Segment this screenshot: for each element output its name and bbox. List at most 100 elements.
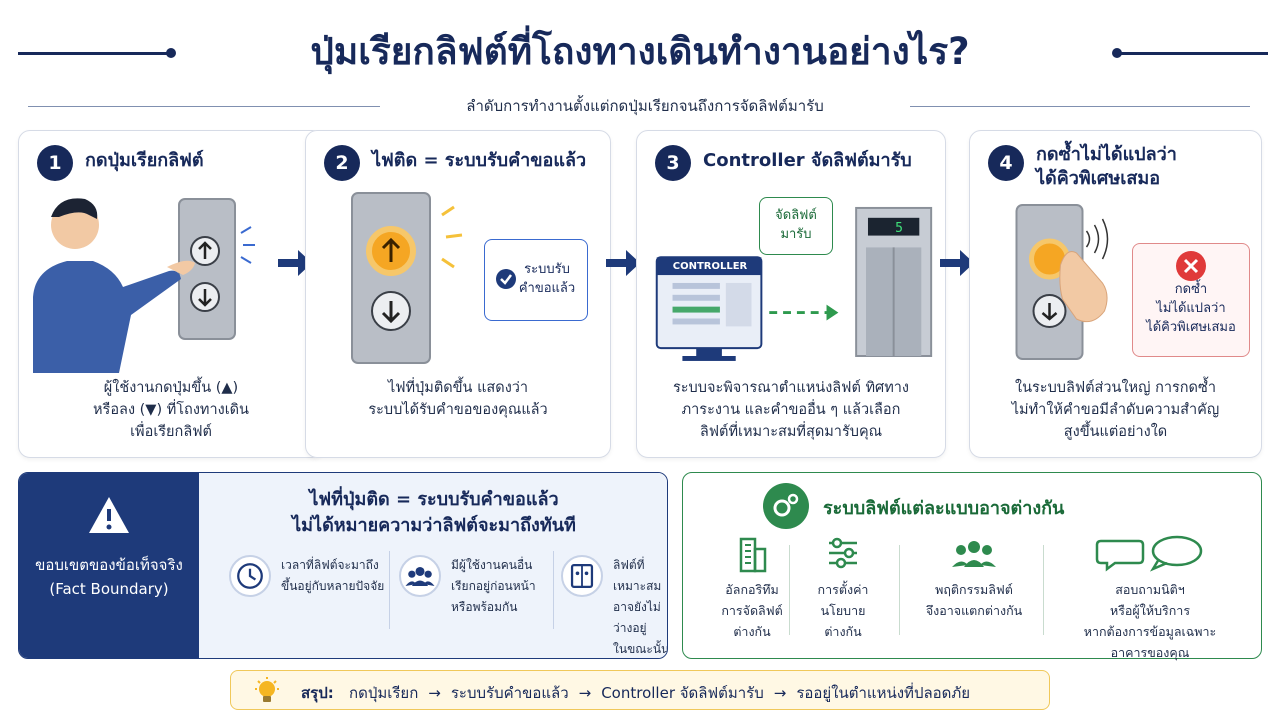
subtitle-rule-left (28, 106, 380, 107)
vary-item-line: จึงอาจแตกต่างกัน (925, 603, 1023, 618)
step-card-3: 3 Controller จัดลิฟต์มารับ CONTROLLER 5 … (636, 130, 946, 458)
vary-item-text: อัลกอริทึม การจัดลิฟต์ ต่างกัน (697, 579, 807, 642)
summary-flow: กดปุ่มเรียก→ระบบรับคำขอแล้ว→Controller จ… (349, 681, 970, 705)
step-description-line: หรือลง (▼) ที่โถงทางเดิน (93, 402, 249, 418)
fact-item-line: ขึ้นอยู่กับหลายปัจจัย (281, 579, 385, 593)
page-subtitle: ลำดับการทำงานตั้งแต่กดปุ่มเรียกจนถึงการจ… (385, 94, 905, 118)
bubble-line: มารับ (780, 227, 812, 242)
vary-item-line: หรือผู้ให้บริการ (1109, 603, 1191, 618)
floor-indicator: 5 (895, 221, 903, 236)
step-description-line: ไม่ทำให้คำขอมีลำดับความสำคัญ (1011, 402, 1220, 418)
elevator-icon (561, 555, 603, 597)
step-description-line: ผู้ใช้งานกดปุ่มขึ้น (▲) (103, 380, 239, 396)
fact-item-line: อาจยังไม่ว่างอยู่ (613, 600, 661, 635)
group-icon (952, 541, 996, 567)
summary-arrow: → (773, 684, 787, 702)
controller-dispatch-illustration (655, 206, 933, 361)
vary-item: การตั้งค่า นโยบาย ต่างกัน (793, 533, 893, 653)
step-number: 3 (655, 145, 691, 181)
fact-item-line: หรือพร้อมกัน (451, 600, 518, 614)
summary-step: ระบบรับคำขอแล้ว (450, 684, 569, 702)
bubble-line: คำขอแล้ว (518, 281, 576, 296)
page-title: ปุ่มเรียกลิฟต์ที่โถงทางเดินทำงานอย่างไร? (310, 30, 970, 73)
flow-arrow-icon (278, 250, 312, 276)
x-mark-icon (1176, 251, 1206, 281)
bubble-line: ได้คิวพิเศษเสมอ (1146, 320, 1236, 335)
vary-item-line: พฤติกรรมลิฟต์ (935, 582, 1013, 597)
bubble-line: ไม่ได้แปลว่า (1156, 301, 1226, 316)
step-title: ไฟติด = ระบบรับคำขอแล้ว (372, 150, 587, 171)
fact-item-line: เรียกอยู่ก่อนหน้า (451, 579, 536, 593)
subtitle-bar: ลำดับการทำงานตั้งแต่กดปุ่มเรียกจนถึงการจ… (0, 94, 1280, 118)
fact-label-line: (Fact Boundary) (49, 580, 169, 598)
bubble-line: ระบบรับ (524, 262, 570, 277)
summary-arrow: → (578, 684, 592, 702)
fact-boundary-content: ไฟที่ปุ่มติด = ระบบรับคำขอแล้ว ไม่ได้หมา… (199, 473, 668, 658)
clock-icon (229, 555, 271, 597)
step-description: ในระบบลิฟต์ส่วนใหญ่ การกดซ้ำ ไม่ทำให้คำข… (982, 377, 1249, 443)
check-icon (496, 269, 516, 289)
sliders-icon (829, 537, 857, 569)
fact-boundary-sidebar: ขอบเขตของข้อเท็จจริง (Fact Boundary) (19, 473, 199, 658)
person-pressing-button-illustration (33, 198, 255, 373)
summary-label: สรุป: (301, 684, 334, 702)
divider (553, 551, 554, 629)
dispatch-bubble: จัดลิฟต์ มารับ (759, 197, 833, 255)
vary-item-text: การตั้งค่า นโยบาย ต่างกัน (793, 579, 893, 642)
vary-item-line: การตั้งค่า (817, 582, 869, 597)
divider (789, 545, 790, 635)
fact-item-line: ลิฟต์ที่เหมาะสม (613, 558, 662, 593)
step-description-line: ลิฟต์ที่เหมาะสมที่สุดมารับคุณ (699, 424, 883, 440)
step-description: ระบบจะพิจารณาตำแหน่งลิฟต์ ทิศทาง ภาระงาน… (649, 377, 933, 443)
fact-boundary-label: ขอบเขตของข้อเท็จจริง (Fact Boundary) (19, 553, 199, 601)
vary-item-line: นโยบาย (820, 603, 866, 618)
summary-arrow: → (428, 684, 441, 702)
step-title: Controller จัดลิฟต์มารับ (703, 150, 912, 171)
vary-item-line: ต่างกัน (733, 624, 771, 639)
step-title-line: กดซ้ำไม่ได้แปลว่า (1036, 144, 1177, 165)
vary-item-text: สอบถามนิติฯ หรือผู้ให้บริการ หากต้องการข… (1055, 579, 1245, 663)
vary-item-line: หากต้องการข้อมูลเฉพาะ (1083, 624, 1217, 639)
title-rule-left (18, 52, 168, 55)
summary-step: รออยู่ในตำแหน่งที่ปลอดภัย (796, 684, 971, 702)
step-number: 2 (324, 145, 360, 181)
lit-call-button-illustration (351, 192, 463, 364)
summary-bar: สรุป: กดปุ่มเรียก→ระบบรับคำขอแล้ว→Contro… (230, 670, 1050, 710)
step-card-4: 4 กดซ้ำไม่ได้แปลว่า ได้คิวพิเศษเสมอ กดซ้… (969, 130, 1262, 458)
step-description-line: เพื่อเรียกลิฟต์ (130, 424, 212, 440)
bubble-line: จัดลิฟต์ (775, 208, 817, 223)
step-description-line: ภาระงาน และคำขออื่น ๆ แล้วเลือก (681, 402, 901, 418)
step-description: ผู้ใช้งานกดปุ่มขึ้น (▲) หรือลง (▼) ที่โถ… (31, 377, 311, 443)
systems-vary-title: ระบบลิฟต์แต่ละแบบอาจต่างกัน (823, 498, 1065, 519)
vary-item-text: พฤติกรรมลิฟต์ จึงอาจแตกต่างกัน (909, 579, 1039, 621)
step-card-1: 1 กดปุ่มเรียกลิฟต์ ผู้ใช้งานกดปุ่มขึ้น (… (18, 130, 324, 458)
title-dot-right (1112, 48, 1122, 58)
title-rule-right (1118, 52, 1268, 55)
subtitle-rule-right (910, 106, 1250, 107)
fact-item-text: ลิฟต์ที่เหมาะสม อาจยังไม่ว่างอยู่ ในขณะน… (613, 555, 668, 658)
step-description-line: ไฟที่ปุ่มติดขึ้น แสดงว่า (387, 380, 529, 396)
step-title-line: ได้คิวพิเศษเสมอ (1036, 168, 1161, 189)
warning-triangle-icon (89, 497, 129, 533)
fact-item-line: เวลาที่ลิฟต์จะมาถึง (281, 558, 379, 572)
vary-item-line: อัลกอริทึม (725, 582, 779, 597)
step-description-line: ระบบจะพิจารณาตำแหน่งลิฟต์ ทิศทาง (672, 380, 910, 396)
step-number: 4 (988, 145, 1024, 181)
chat-icon (1095, 535, 1203, 572)
step-description-line: ในระบบลิฟต์ส่วนใหญ่ การกดซ้ำ (1015, 380, 1216, 396)
vary-item-line: สอบถามนิติฯ (1115, 582, 1185, 597)
fact-item-text: เวลาที่ลิฟต์จะมาถึง ขึ้นอยู่กับหลายปัจจั… (281, 555, 393, 597)
bubble-line: กดซ้ำ (1174, 282, 1208, 297)
repeat-press-illustration (1015, 204, 1109, 360)
step-description-line: สูงขึ้นแต่อย่างใด (1063, 424, 1168, 440)
vary-item-line: อาคารของคุณ (1110, 645, 1190, 660)
vary-item: สอบถามนิติฯ หรือผู้ให้บริการ หากต้องการข… (1055, 533, 1245, 660)
fact-title-line: ไม่ได้หมายความว่าลิฟต์จะมาถึงทันที (292, 515, 576, 536)
summary-step: กดปุ่มเรียก (349, 684, 419, 702)
divider (899, 545, 900, 635)
vary-item: พฤติกรรมลิฟต์ จึงอาจแตกต่างกัน (909, 533, 1039, 653)
building-icon (739, 537, 767, 573)
gears-icon (763, 483, 809, 529)
flow-arrow-icon (940, 250, 974, 276)
fact-item-line: ในขณะนั้น (613, 642, 668, 656)
